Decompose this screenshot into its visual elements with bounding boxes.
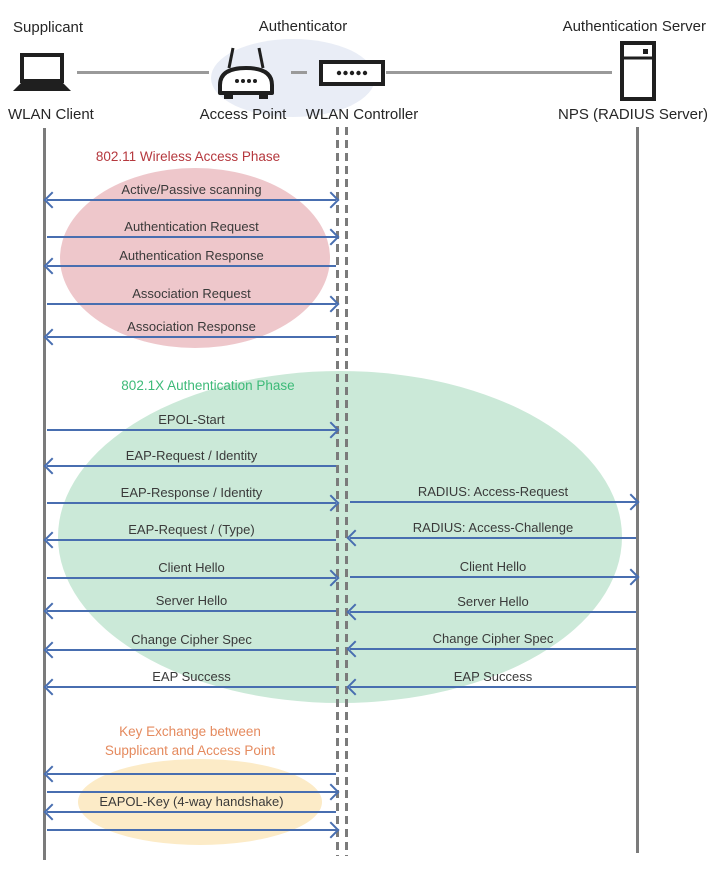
connector-ap-to-controller bbox=[291, 71, 307, 74]
role-label-authenticator: Authenticator bbox=[258, 18, 348, 35]
message-label: EAPOL-Key (4-way handshake) bbox=[99, 794, 284, 809]
message-label: EPOL-Start bbox=[158, 412, 225, 427]
arrow-shaft bbox=[47, 829, 336, 831]
message-label: EAP-Response / Identity bbox=[120, 485, 263, 500]
message-label: EAP Success bbox=[152, 669, 231, 684]
arrow-shaft bbox=[350, 537, 636, 539]
message-arrow bbox=[43, 765, 337, 783]
arrow-shaft bbox=[47, 610, 336, 612]
message-authentication-request: Authentication Request bbox=[46, 219, 340, 246]
message-association-request: Association Request bbox=[46, 286, 340, 313]
message-authentication-response: Authentication Response bbox=[43, 248, 337, 275]
message-client-hello: Client Hello bbox=[349, 559, 640, 586]
message-arrow bbox=[46, 821, 340, 839]
message-eapol-key-4-way-handshake: EAPOL-Key (4-way handshake) bbox=[43, 794, 337, 821]
message-epol-start: EPOL-Start bbox=[46, 412, 340, 439]
message-label: Client Hello bbox=[158, 560, 225, 575]
arrow-shaft bbox=[47, 649, 336, 651]
arrow-shaft bbox=[350, 611, 636, 613]
role-label-supplicant: Supplicant bbox=[13, 19, 84, 36]
message-label: Active/Passive scanning bbox=[121, 182, 262, 197]
laptop-icon bbox=[12, 52, 74, 99]
arrow-shaft bbox=[47, 502, 336, 504]
lifeline-authenticator-dashed-right bbox=[345, 127, 348, 856]
server-icon bbox=[620, 41, 656, 106]
arrow-shaft bbox=[47, 303, 336, 305]
phase-title-802-11-wireless-access: 802.11 Wireless Access Phase bbox=[95, 149, 281, 164]
message-server-hello: Server Hello bbox=[346, 594, 637, 621]
message-change-cipher-spec: Change Cipher Spec bbox=[43, 632, 337, 659]
message-label: EAP Success bbox=[453, 669, 533, 684]
arrow-shaft bbox=[47, 539, 336, 541]
message-eap-response-identity: EAP-Response / Identity bbox=[46, 485, 340, 512]
message-label: RADIUS: Access-Challenge bbox=[412, 520, 574, 535]
message-label: Server Hello bbox=[155, 593, 228, 608]
arrow-shaft bbox=[47, 773, 336, 775]
message-eap-request-identity: EAP-Request / Identity bbox=[43, 448, 337, 475]
message-radius-access-request: RADIUS: Access-Request bbox=[349, 484, 640, 511]
message-label: Server Hello bbox=[457, 594, 529, 609]
phase-title-key-exchange: Key Exchange between Supplicant and Acce… bbox=[104, 724, 276, 758]
arrowhead-right-icon bbox=[322, 821, 340, 839]
arrowhead-left-icon bbox=[43, 765, 61, 783]
arrow-shaft bbox=[47, 236, 336, 238]
message-label: RADIUS: Access-Request bbox=[417, 484, 569, 499]
message-arrow bbox=[46, 783, 340, 801]
arrow-shaft bbox=[350, 501, 636, 503]
arrow-shaft bbox=[47, 429, 336, 431]
device-label-nps-radius-server: NPS (RADIUS Server) bbox=[557, 106, 709, 123]
access-point-icon bbox=[213, 45, 279, 108]
message-eap-request-type: EAP-Request / (Type) bbox=[43, 522, 337, 549]
message-client-hello: Client Hello bbox=[46, 560, 340, 587]
arrow-shaft bbox=[350, 648, 636, 650]
message-change-cipher-spec: Change Cipher Spec bbox=[346, 631, 637, 658]
message-label: Change Cipher Spec bbox=[432, 631, 554, 646]
message-eap-success: EAP Success bbox=[43, 669, 337, 696]
device-label-wlan-controller: WLAN Controller bbox=[305, 106, 419, 123]
message-eap-success: EAP Success bbox=[346, 669, 637, 696]
message-label: EAP-Request / Identity bbox=[125, 448, 258, 463]
message-active-passive-scanning: Active/Passive scanning bbox=[43, 182, 340, 209]
arrow-shaft bbox=[47, 336, 336, 338]
device-label-wlan-client: WLAN Client bbox=[8, 106, 94, 123]
message-label: Authentication Request bbox=[124, 219, 259, 234]
arrow-shaft bbox=[47, 577, 336, 579]
message-label: EAP-Request / (Type) bbox=[128, 522, 255, 537]
wlan-controller-icon bbox=[319, 60, 385, 91]
arrow-shaft bbox=[47, 686, 336, 688]
message-association-response: Association Response bbox=[43, 319, 337, 346]
arrow-shaft bbox=[47, 199, 336, 201]
message-label: Change Cipher Spec bbox=[131, 632, 252, 647]
arrow-shaft bbox=[350, 686, 636, 688]
connector-controller-to-server bbox=[386, 71, 612, 74]
lifeline-authenticator-dashed-left bbox=[336, 127, 339, 856]
message-label: Association Response bbox=[127, 319, 256, 334]
message-label: Authentication Response bbox=[119, 248, 264, 263]
message-server-hello: Server Hello bbox=[43, 593, 337, 620]
lifeline-wlan-client bbox=[43, 128, 46, 860]
message-radius-access-challenge: RADIUS: Access-Challenge bbox=[346, 520, 637, 547]
phase-title-802-1x-authentication: 802.1X Authentication Phase bbox=[121, 378, 295, 393]
message-label: Association Request bbox=[132, 286, 251, 301]
message-label: Client Hello bbox=[459, 559, 527, 574]
lifeline-radius-server bbox=[636, 127, 639, 853]
role-label-authentication-server: Authentication Server bbox=[562, 18, 706, 35]
connector-client-to-ap bbox=[77, 71, 209, 74]
phase-802-11-ellipse bbox=[60, 168, 330, 348]
arrow-shaft bbox=[47, 465, 336, 467]
arrow-shaft bbox=[350, 576, 636, 578]
arrow-shaft bbox=[47, 265, 336, 267]
arrow-shaft bbox=[47, 791, 336, 793]
arrow-shaft bbox=[47, 811, 336, 813]
device-label-access-point: Access Point bbox=[199, 106, 287, 123]
